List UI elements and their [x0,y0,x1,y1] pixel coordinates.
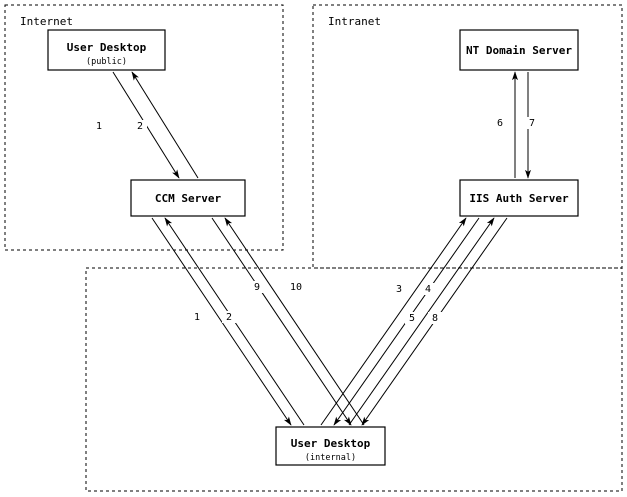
node-title-user-desktop-internal: User Desktop [291,437,371,450]
flows-layer [112,71,531,426]
flow-arrow-3-user-desktop-internal-to-iis-auth-server [320,217,467,426]
flow-arrow-10-user-desktop-internal-to-ccm-server [224,217,365,426]
node-box-iis-auth-server [459,179,579,217]
node-iis-auth-server[interactable]: IIS Auth Server [459,179,579,217]
flow-arrow-1-ccm-server-to-user-desktop-internal [151,217,292,426]
flow-step-label-1: 1 [96,121,102,132]
node-title-ccm-server: CCM Server [155,192,222,205]
zone-label-internet: Internet [20,15,73,28]
zones-layer: Internet Intranet [4,4,623,492]
flow-label-backing-2 [222,311,236,323]
flow-step-label-9: 9 [254,282,260,293]
node-user-desktop-internal[interactable]: User Desktop (internal) [275,426,386,466]
flow-label-backing-7 [525,117,539,129]
flow-step-label-7: 7 [529,118,535,129]
flow-step-label-5: 5 [409,313,415,324]
node-box-nt-domain-server [459,29,579,71]
node-subtitle-user-desktop-internal: (internal) [305,453,356,463]
zone-label-intranet: Intranet [328,15,381,28]
node-title-iis-auth-server: IIS Auth Server [469,192,569,205]
flow-label-backing-3 [392,283,406,295]
flow-step-label-2: 2 [226,312,232,323]
node-user-desktop-public[interactable]: User Desktop (public) [47,29,166,71]
flow-label-backing-6 [493,117,507,129]
flow-label-backing-4 [421,283,435,295]
node-subtitle-user-desktop-public: (public) [86,57,127,67]
flow-label-backing-10 [286,281,306,293]
flow-step-label-8: 8 [432,313,438,324]
flow-arrow-2-ccm-server-to-user-desktop-public [131,71,199,179]
node-box-ccm-server [130,179,246,217]
zone-boundary-intranet [312,4,623,269]
flow-label-backing-2 [133,120,147,132]
flow-arrow-9-ccm-server-to-user-desktop-internal [211,217,352,426]
node-box-user-desktop-internal [275,426,386,466]
flow-step-label-10: 10 [290,282,302,293]
flow-arrow-5-user-desktop-internal-to-iis-auth-server [348,217,495,426]
node-ccm-server[interactable]: CCM Server [130,179,246,217]
flow-label-backing-5 [405,312,419,324]
flow-step-label-4: 4 [425,284,431,295]
zone-boundary-internal-lan [85,267,623,492]
node-nt-domain-server[interactable]: NT Domain Server [459,29,579,71]
flow-label-backing-1 [190,311,204,323]
flow-step-label-1: 1 [194,312,200,323]
flow-step-label-6: 6 [497,118,503,129]
flow-step-label-3: 3 [396,284,402,295]
flow-labels-layer: 1 2 1 2 9 10 3 4 5 8 6 7 [92,117,539,324]
flow-label-backing-1 [92,120,106,132]
zone-boundary-internet [4,4,284,251]
flow-label-backing-8 [428,312,442,324]
node-box-user-desktop-public [47,29,166,71]
flow-label-backing-9 [250,281,264,293]
nodes-layer: User Desktop (public) CCM Server NT Domain … [47,29,579,466]
flow-step-label-2: 2 [137,121,143,132]
node-title-nt-domain-server: NT Domain Server [466,44,572,57]
node-title-user-desktop-public: User Desktop [67,41,147,54]
